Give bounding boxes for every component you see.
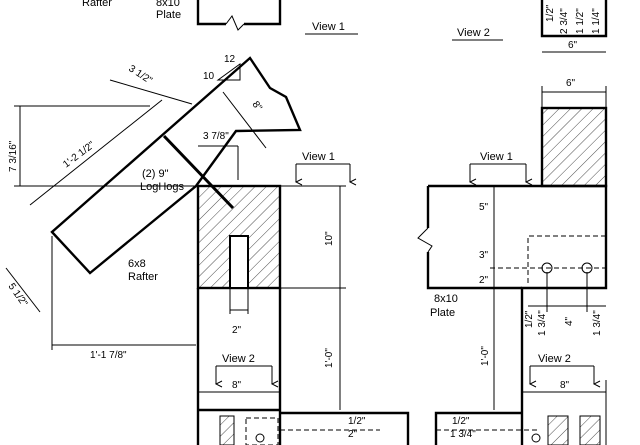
bottom-mid-beam — [280, 411, 410, 445]
dim-top-right-4: 1 1/4" — [591, 8, 602, 34]
right-plate-left-lower — [426, 252, 522, 290]
dim-1-0-right: 1'-0" — [480, 346, 491, 366]
right-hidden-tenon — [527, 235, 606, 284]
pitch-triangle — [216, 63, 241, 81]
right-post-hatched — [540, 106, 608, 188]
dim-right-vert-2: 1 3/4" — [537, 310, 548, 336]
view2-right-label: View 2 — [538, 353, 571, 365]
dim-1-2-bottom: 1/2" — [348, 416, 366, 427]
pitch-rise: 12 — [224, 54, 236, 65]
dim-5-1-2: 5 1/2" — [6, 281, 30, 309]
post-elevation: 2" View 1 10" 1'-0" View 2 8" — [196, 151, 350, 445]
plate-fragment-outline — [196, 0, 226, 26]
view2-bottom-left-label: View 2 — [222, 353, 255, 365]
dim-6-top: 6" — [568, 40, 578, 51]
rafter-outline — [50, 56, 302, 275]
dim-right-vert-1: 1/2" — [524, 310, 535, 328]
post-fragment-outline — [540, 0, 608, 38]
dim-line-8-rafter — [222, 91, 267, 149]
bottom-right-hatched-left — [547, 415, 569, 445]
right-break-symbol — [417, 227, 433, 253]
dim-2-bottom: 2" — [348, 429, 358, 440]
right-plate-outline — [428, 184, 608, 445]
plate-fragment-outline-2 — [244, 0, 282, 26]
rafter-label: Rafter — [128, 271, 158, 283]
view1-top-label: View 1 — [312, 21, 345, 33]
dim-bottom-mid-1: 1/2" — [452, 416, 470, 427]
dim-line-1-2-1-2 — [29, 99, 163, 206]
dim-2-right: 2" — [479, 275, 489, 286]
dim-7-3-16: 7 3/16" — [8, 140, 19, 172]
dim-8-rafter: 8" — [250, 99, 264, 113]
post-mortise — [229, 235, 249, 289]
plate-right-label: Plate — [430, 307, 455, 319]
view1-mid-label: View 1 — [302, 151, 335, 163]
dim-bottom-mid-2: 1 3/4" — [450, 429, 476, 440]
dim-top-right-1: 1/2" — [545, 4, 556, 22]
bottom-left-hatched-block — [219, 415, 235, 445]
bottom-left-dashed-tenon — [245, 417, 279, 445]
plate-right-size: 8x10 — [434, 293, 458, 305]
dim-right-vert-4: 1 3/4" — [592, 310, 603, 336]
bottom-right-hatched-right — [579, 415, 601, 445]
top-right-fragment: View 2 1/2" 2 3/4" 1 1/2" 1 1/4" 6" — [452, 0, 608, 53]
loghogs-qty: (2) 9" — [142, 168, 169, 180]
bottom-left-detail: 1/2" 2" — [198, 408, 410, 445]
dim-10: 10" — [324, 231, 335, 246]
dim-1-0-left: 1'-0" — [324, 348, 335, 368]
plate-top-size: 8x10 — [156, 0, 180, 9]
rafter-size: 6x8 — [128, 258, 146, 270]
plate-top-label: Plate — [156, 9, 181, 21]
bottom-right-beam — [434, 411, 522, 445]
view2-top-label: View 2 — [457, 27, 490, 39]
bottom-left-peg-hole — [255, 433, 265, 443]
dim-1-1-7-8: 1'-1 7/8" — [90, 350, 127, 361]
pitch-run: 10 — [203, 71, 215, 82]
bottom-right-peg-hole — [531, 433, 541, 443]
right-detail: 6" View 1 5" 3" 2" 8x10 Plate 1'-0" 1/2" — [417, 78, 608, 445]
dim-top-right-2: 2 3/4" — [559, 8, 570, 34]
dim-3-1-2: 3 1/2" — [126, 63, 154, 87]
loghogs-label: LogHogs — [140, 181, 185, 193]
rafter-top-label: Rafter — [82, 0, 112, 9]
dim-6-post: 6" — [566, 78, 576, 89]
dim-line-5-1-2 — [5, 267, 41, 313]
dim-8-bottom: 8" — [232, 380, 242, 391]
view1-right-label: View 1 — [480, 151, 513, 163]
dim-5: 5" — [479, 202, 489, 213]
dim-2: 2" — [232, 325, 242, 336]
dim-line-3-1-2 — [109, 79, 193, 105]
dim-3: 3" — [479, 250, 489, 261]
dim-top-right-3: 1 1/2" — [575, 8, 586, 34]
dim-8-right: 8" — [560, 380, 570, 391]
break-symbol — [225, 15, 245, 31]
top-left-fragment: Rafter 8x10 Plate View 1 — [82, 0, 358, 35]
dim-3-7-8: 3 7/8" — [203, 131, 229, 142]
dim-right-vert-3: 4" — [564, 316, 575, 326]
